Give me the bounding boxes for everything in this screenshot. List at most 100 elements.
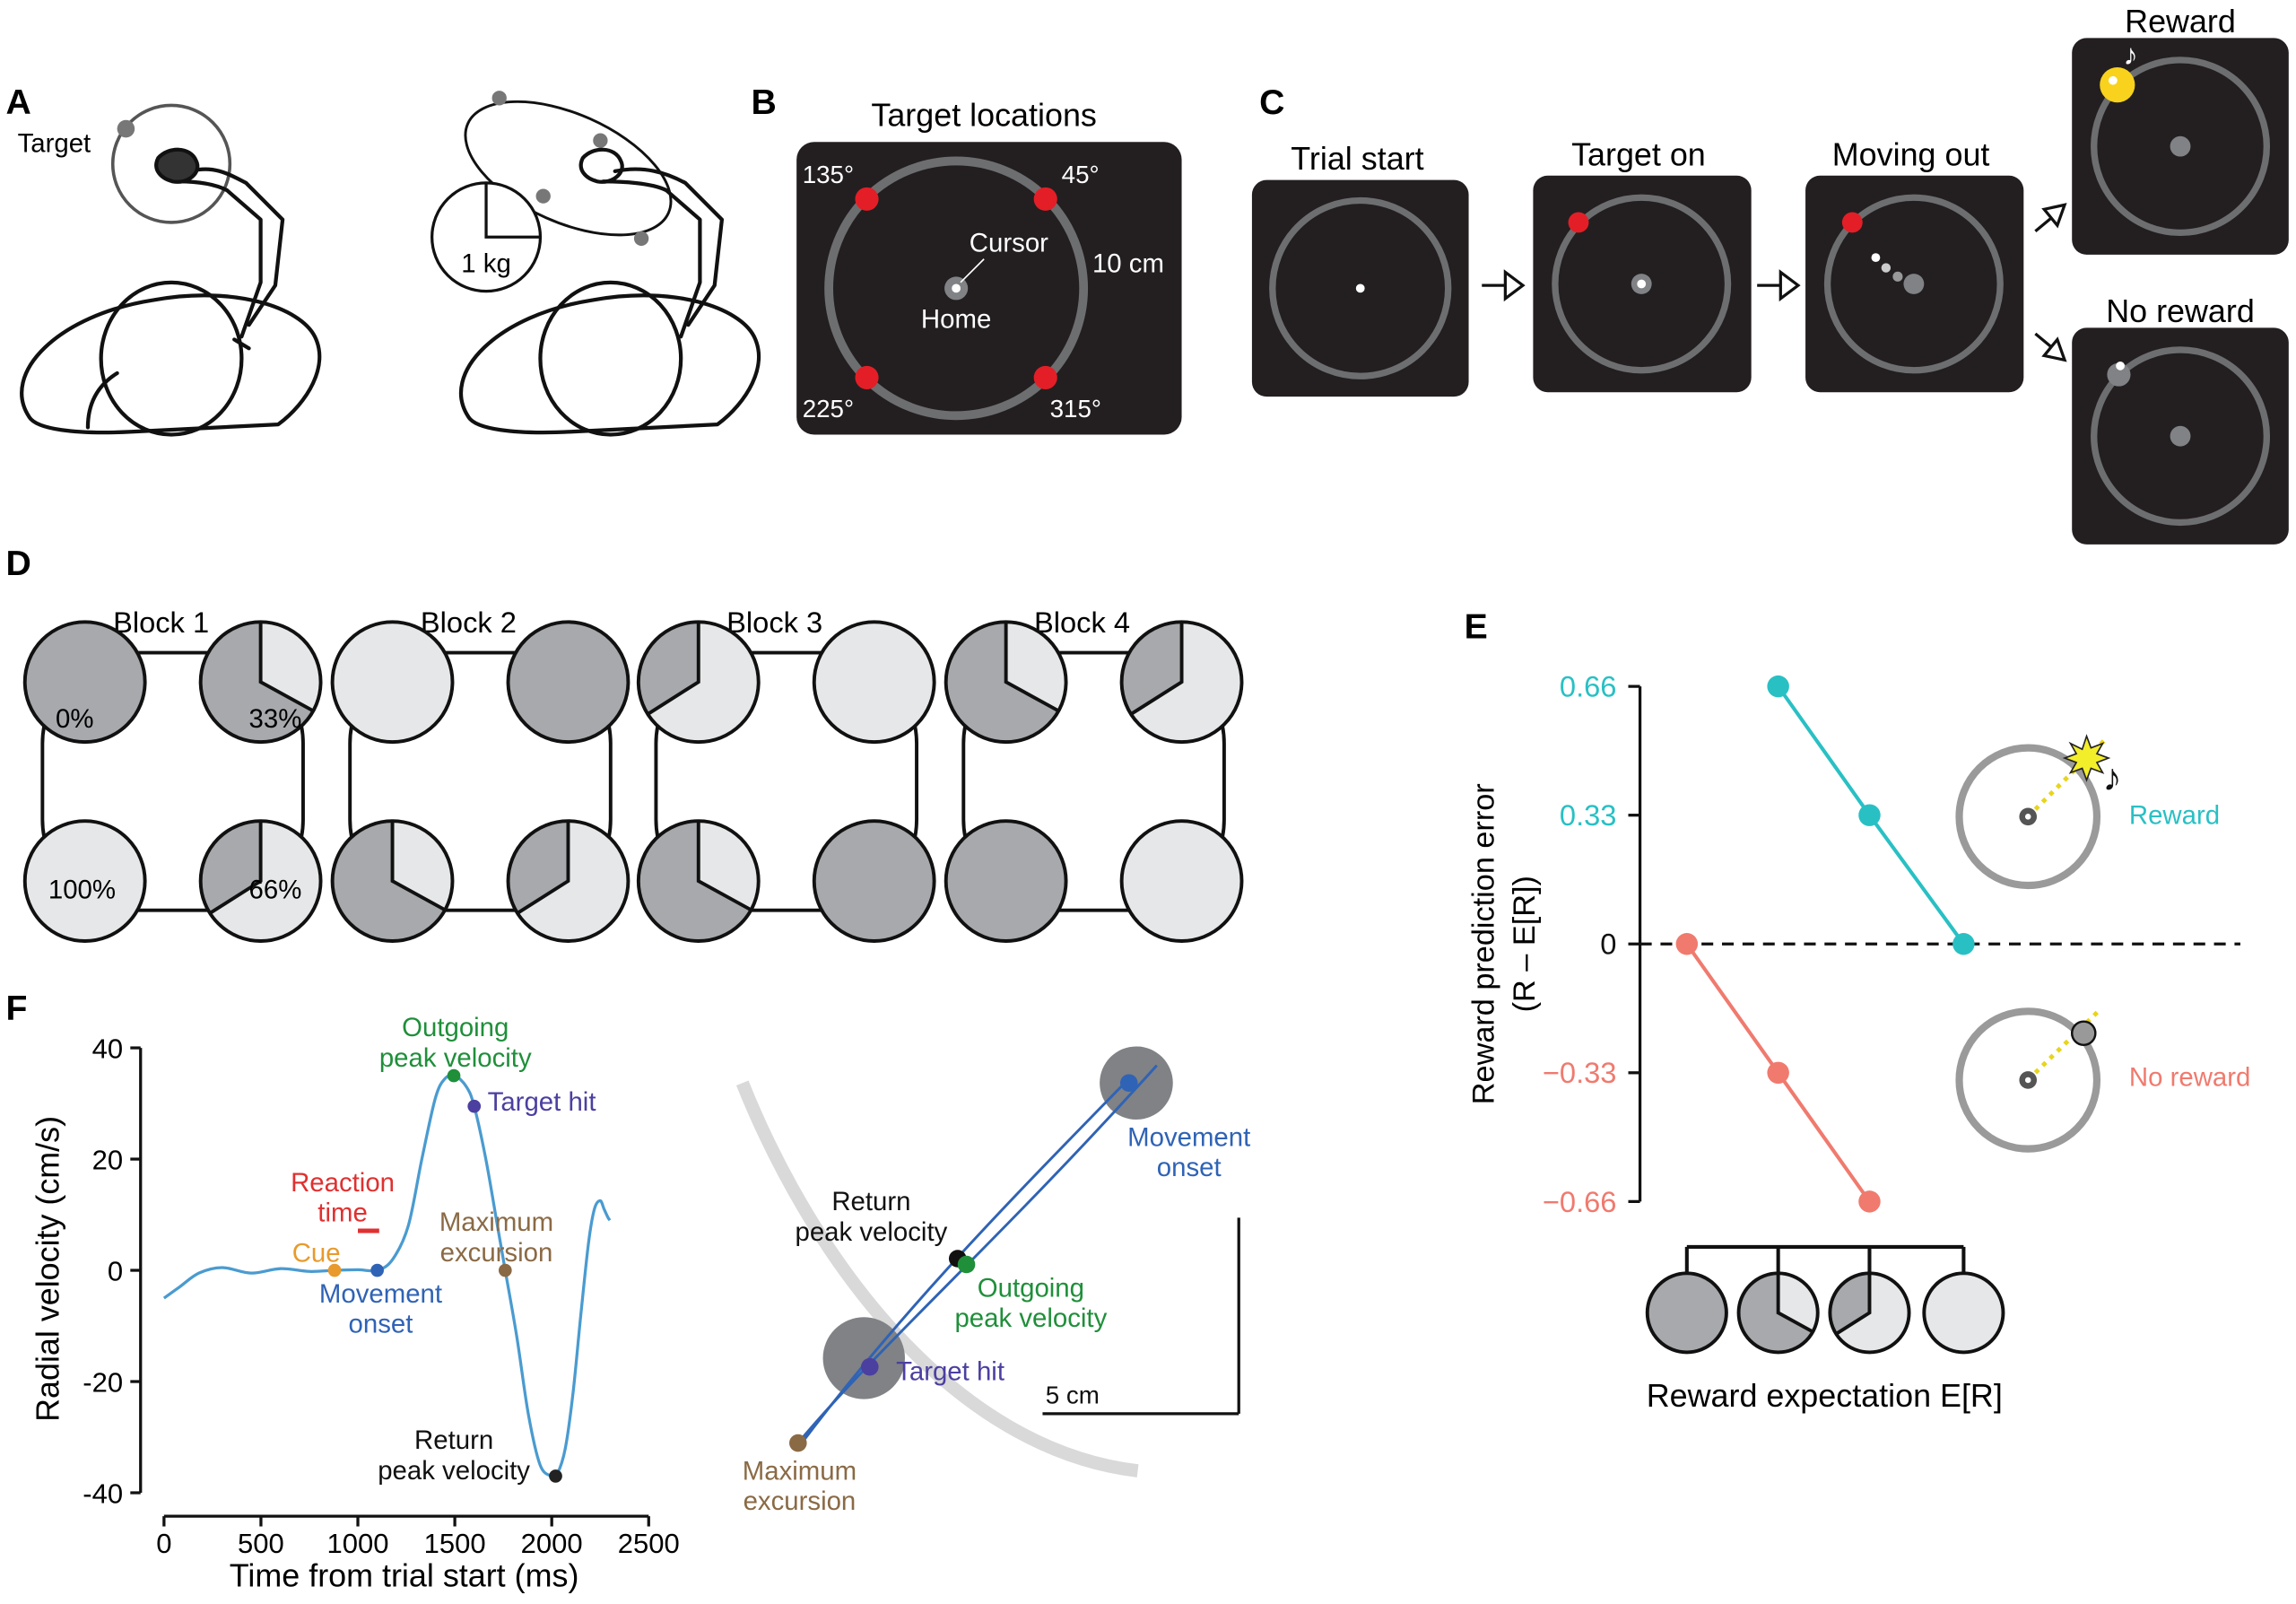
target-hit-marker	[861, 1357, 879, 1376]
cursor-dot	[2116, 361, 2125, 370]
target-zone-home	[822, 1317, 905, 1399]
ellipse-dot	[633, 231, 649, 247]
panel-a: A Target 1 kg	[6, 83, 761, 437]
step-label-moving-out: Moving out	[1832, 136, 1990, 172]
block-4: Block 4	[944, 606, 1244, 943]
reward-probability-pie	[636, 819, 761, 943]
e-expectation-pie	[1736, 1271, 1820, 1355]
e-ylabel-line1: Reward prediction error	[1466, 783, 1500, 1104]
probability-label: 33%	[249, 704, 302, 734]
angle-label-45: 45°	[1062, 161, 1100, 188]
f-event-marker	[447, 1068, 461, 1083]
f-event-marker	[498, 1263, 512, 1277]
music-note-icon: ♪	[2123, 38, 2137, 71]
inertia-ellipse	[464, 100, 673, 237]
probability-label: 66%	[249, 876, 302, 905]
burst-icon	[2062, 734, 2111, 782]
step-label-trial-start: Trial start	[1291, 141, 1423, 177]
e-y-tick-label: 0	[1600, 928, 1616, 961]
ellipse-dot	[593, 133, 608, 148]
f-ylabel: Radial velocity (cm/s)	[30, 1116, 65, 1422]
reward-probability-pie	[1119, 819, 1244, 943]
reward-probability-pie	[812, 620, 936, 745]
f-x-tick-label: 1000	[327, 1528, 389, 1559]
workspace-ring	[1552, 194, 1732, 374]
block-title: Block 1	[113, 606, 209, 639]
cursor-dot	[1355, 283, 1365, 293]
workspace-circle	[110, 103, 232, 224]
arrow-icon	[1757, 269, 1801, 302]
no-reward-inset	[1955, 1007, 2101, 1153]
panel-b-title: Target locations	[871, 97, 1096, 133]
e-y-tick-label: 0.66	[1560, 670, 1617, 703]
target-dot	[1841, 212, 1863, 233]
e-inset-no-reward-label: No reward	[2129, 1062, 2250, 1092]
e-ylabel-line2: (R – E[R])	[1508, 876, 1542, 1012]
traj-label-target-hit: Target hit	[896, 1356, 1004, 1386]
home-position	[2170, 425, 2191, 447]
target-225	[855, 365, 879, 389]
workspace-ring	[1269, 196, 1452, 379]
target-label: Target	[18, 129, 91, 159]
home-position	[1903, 274, 1925, 294]
f-event-marker	[370, 1263, 384, 1277]
home-position	[2170, 135, 2191, 157]
panel-e: E Reward prediction error (R – E[R]) 0.6…	[1465, 607, 2251, 1413]
ellipse-dot	[535, 188, 551, 204]
reward-probability-pie	[944, 819, 1068, 943]
workspace-ring	[2091, 346, 2271, 527]
f-x-tick-label: 2500	[618, 1528, 680, 1559]
panel-b: B Target locations 135° 45° 225° 315° Cu…	[752, 83, 1182, 435]
e-data-point	[1767, 1061, 1789, 1085]
f-y-tick-label: -20	[83, 1366, 123, 1398]
ellipse-dot	[491, 91, 507, 106]
e-expectation-pie	[1645, 1271, 1728, 1355]
cursor-trace-dot	[1892, 271, 1903, 282]
weight-label: 1 kg	[461, 248, 511, 278]
e-expectation-pie	[1828, 1271, 1911, 1355]
reward-probability-pie	[330, 819, 455, 943]
arrow-icon	[2034, 332, 2067, 362]
target-315	[1033, 365, 1057, 389]
reward-probability-pie	[1119, 620, 1244, 745]
workspace-ring	[824, 156, 1089, 421]
arm-drawing-right	[458, 147, 761, 437]
f-y-tick-label: 20	[92, 1144, 123, 1175]
target-dot	[1568, 212, 1589, 233]
cursor-dot	[952, 283, 961, 293]
f-event-marker	[327, 1263, 342, 1277]
block-title: Block 2	[421, 606, 517, 639]
reward-probability-pie	[198, 620, 323, 745]
reward-probability-pie	[22, 819, 147, 943]
f-event-marker	[467, 1099, 482, 1113]
outgoing-peak-marker	[957, 1255, 976, 1274]
panel-letter-f: F	[6, 989, 28, 1028]
workspace-ring	[2091, 57, 2271, 237]
f-y-tick-label: 0	[108, 1255, 123, 1286]
panel-letter-e: E	[1465, 607, 1488, 646]
reward-probability-pie	[636, 620, 761, 745]
e-data-point	[1767, 675, 1789, 698]
angle-label-135: 135°	[803, 161, 854, 188]
f-velocity-curve	[162, 1073, 612, 1479]
home-label: Home	[921, 304, 991, 334]
movement-onset-marker	[1119, 1074, 1138, 1093]
weight-icon	[430, 181, 543, 293]
f-x-tick-label: 2000	[521, 1528, 583, 1559]
f-event-marker	[549, 1469, 562, 1483]
panel-letter-d: D	[6, 545, 31, 583]
block-2: Block 2	[330, 606, 631, 943]
scale-label-10cm: 10 cm	[1092, 248, 1164, 278]
traj-scale-label: 5 cm	[1046, 1382, 1100, 1409]
max-excursion-marker	[789, 1434, 807, 1452]
angle-label-225: 225°	[803, 395, 854, 423]
reward-probability-pie	[812, 819, 936, 943]
